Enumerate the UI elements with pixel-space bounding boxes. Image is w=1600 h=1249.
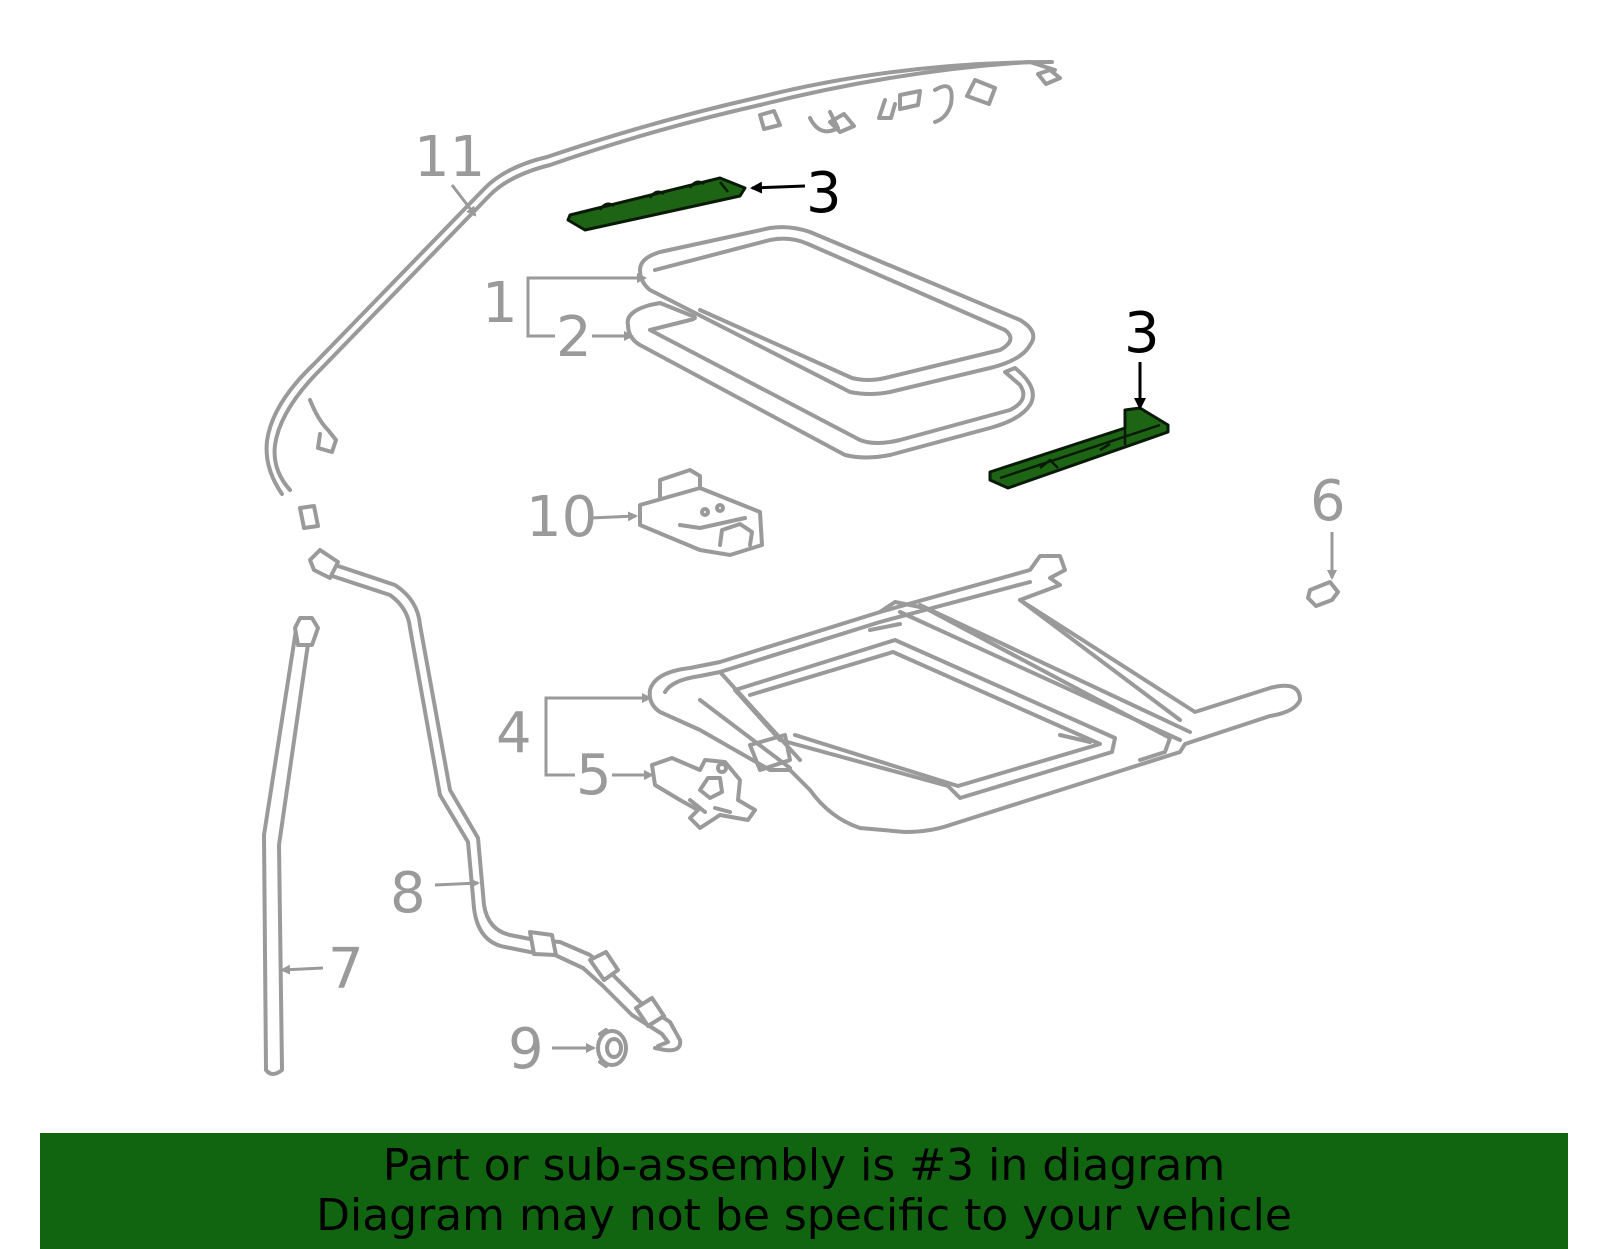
callout-5: 5 [576, 743, 612, 808]
callout-3-top: 3 [806, 161, 842, 226]
banner-line-1: Part or sub-assembly is #3 in diagram [382, 1140, 1226, 1191]
part-3-top [566, 176, 747, 232]
part-9-grommet [596, 1028, 628, 1068]
part-5-motor [650, 756, 757, 830]
callout-10: 10 [526, 485, 597, 550]
part-7-drain-hose [262, 616, 320, 1076]
callout-9: 9 [508, 1017, 544, 1082]
callout-2: 2 [556, 305, 592, 370]
callout-8: 8 [390, 861, 426, 926]
part-6-clip [1306, 580, 1340, 608]
leader-lines [280, 181, 1337, 1053]
callout-7: 7 [328, 937, 364, 1002]
callout-4: 4 [496, 701, 532, 766]
part-1-glass [638, 225, 1036, 396]
callout-6: 6 [1310, 469, 1346, 534]
part-10-motor [638, 468, 764, 557]
callout-11: 11 [414, 125, 485, 190]
callout-1: 1 [482, 271, 518, 336]
callout-3-right: 3 [1124, 301, 1160, 366]
part-4-housing [647, 554, 1302, 834]
part-3-right [988, 406, 1170, 490]
part-11-harness [264, 60, 1062, 530]
part-8-drain-hose [308, 548, 683, 1053]
info-banner: Part or sub-assembly is #3 in diagram Di… [40, 1133, 1568, 1249]
part-2-seal [625, 301, 1035, 460]
banner-line-2: Diagram may not be specific to your vehi… [316, 1190, 1292, 1241]
parts-diagram: 11 1 2 3 3 10 6 4 5 8 7 9 [262, 60, 1346, 1082]
